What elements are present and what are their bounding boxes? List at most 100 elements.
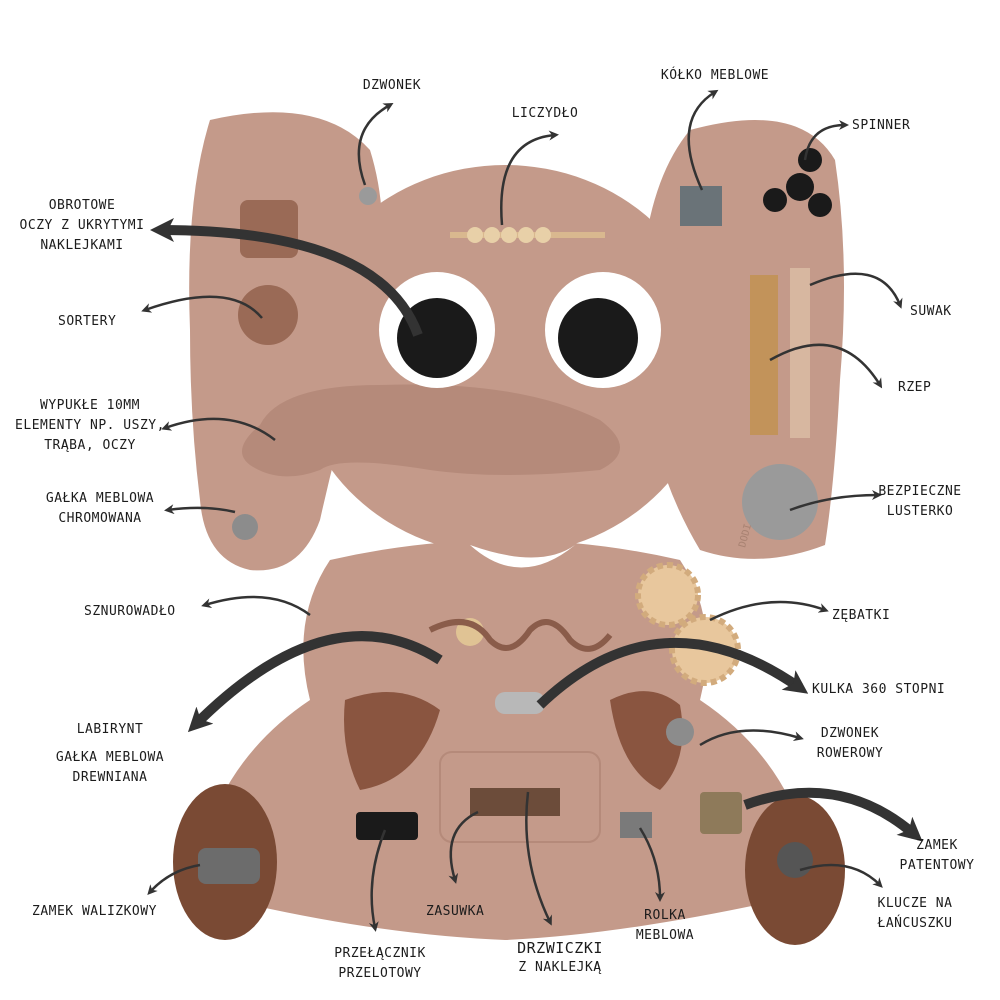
label-line: ZAMEK (916, 838, 958, 853)
label-suwak: SUWAK (910, 304, 952, 319)
label-line: PATENTOWY (899, 858, 975, 873)
mouth (470, 545, 575, 568)
label-line: ELEMENTY NP. USZY, (15, 418, 165, 433)
label-dzwonek: DZWONEK (362, 78, 422, 93)
arrow-klucze (799, 863, 883, 888)
label-kolko-meblowe: KÓŁKO MEBLOWE (660, 68, 770, 83)
left-knee (344, 692, 440, 790)
left-eye-pupil (397, 298, 477, 378)
arrow-zamek-pat (743, 787, 923, 842)
label-obrotowe-oczy: OBROTOWE OCZY Z UKRYTYMI NAKLEJKAMI (8, 196, 156, 256)
arrow-sznurowadlo (201, 595, 311, 617)
arrow-przelacznik (368, 829, 387, 932)
maze-track (428, 619, 613, 652)
right-knee (610, 691, 683, 790)
arrow-spinner (803, 120, 849, 161)
label-line: DZWONEK (820, 726, 880, 741)
label-line: DREWNIANA (72, 770, 148, 785)
toggle-switch (356, 812, 418, 840)
arrow-dzwonek-row (699, 729, 804, 747)
label-line: GAŁKA MEBLOWA (45, 491, 155, 506)
label-line: GAŁKA MEBLOWA (55, 750, 165, 765)
label-przelacznik: PRZEŁĄCZNIK PRZELOTOWY (320, 944, 440, 984)
label-galka-drewniana: GAŁKA MEBLOWA DREWNIANA (40, 748, 180, 788)
label-galka-chromowana: GAŁKA MEBLOWA CHROMOWANA (40, 489, 160, 529)
trunk (242, 384, 620, 477)
label-line: NAKLEJKAMI (40, 238, 124, 253)
label-line: Z NAKLEJKĄ (518, 960, 602, 975)
label-line: KLUCZE NA (877, 896, 953, 911)
label-line: PRZELOTOWY (338, 966, 422, 981)
label-sortery: SORTERY (58, 314, 117, 329)
suitcase-lock (198, 848, 260, 884)
arrow-drzwiczki (525, 791, 552, 926)
label-line: MEBLOWA (635, 928, 695, 943)
label-kulka-360: KULKA 360 STOPNI (812, 682, 946, 697)
label-line: TRĄBA, OCZY (44, 438, 136, 453)
bell (359, 187, 377, 205)
label-wypukle: WYPUKŁE 10MM ELEMENTY NP. USZY, TRĄBA, O… (10, 396, 170, 456)
furniture-roller (620, 812, 652, 838)
roller-ball (495, 692, 545, 714)
label-line: WYPUKŁE 10MM (40, 398, 140, 413)
right-eye-pupil (558, 298, 638, 378)
arrow-labirynt (187, 631, 443, 733)
label-line: DRZWICZKI (517, 939, 603, 957)
label-line: CHROMOWANA (58, 511, 142, 526)
label-line: ROLKA (644, 908, 686, 923)
label-liczydlo: LICZYDŁO (511, 106, 579, 121)
abacus (450, 227, 605, 243)
label-labirynt: LABIRYNT (76, 722, 144, 737)
label-line: ROWEROWY (816, 746, 884, 761)
label-bezpieczne-lusterko: BEZPIECZNE LUSTERKO (870, 482, 970, 522)
arrow-galka-chrom (164, 504, 236, 515)
gears (635, 562, 741, 686)
chrome-knob (232, 514, 258, 540)
arrow-obrotowe (150, 218, 423, 337)
arrow-kulka (536, 637, 809, 709)
label-zamek-patentowy: ZAMEK PATENTOWY (882, 836, 992, 876)
velcro-strap (750, 275, 778, 435)
arrow-lusterko (789, 490, 882, 512)
arrow-zebatki (709, 600, 829, 622)
label-dzwonek-rowerowy: DZWONEK ROWEROWY (800, 724, 900, 764)
arrow-zasuwka (448, 810, 479, 884)
body (202, 540, 808, 940)
bicycle-bell (666, 718, 694, 746)
label-drzwiczki: DRZWICZKI Z NAKLEJKĄ (490, 938, 630, 978)
spinner-toy (763, 148, 832, 217)
label-zamek-walizkowy: ZAMEK WALIZKOWY (32, 904, 157, 919)
arrow-suwak (809, 272, 903, 309)
arrow-rolka (638, 827, 665, 902)
label-line: LUSTERKO (886, 504, 954, 519)
label-line: BEZPIECZNE (878, 484, 962, 499)
arrow-zamek-wal (147, 863, 201, 895)
latch (470, 788, 560, 816)
label-line: OBROTOWE (48, 198, 116, 213)
arrow-liczydlo (500, 130, 559, 226)
label-line: ŁAŃCUSZKU (877, 916, 953, 931)
label-klucze: KLUCZE NA ŁAŃCUSZKU (860, 894, 970, 934)
arrow-dzwonek (357, 103, 394, 186)
label-sznurowadlo: SZNUROWADŁO (84, 604, 176, 619)
zipper (790, 268, 810, 438)
label-spinner: SPINNER (852, 118, 911, 133)
mirror (742, 464, 818, 540)
furniture-wheel (680, 186, 722, 226)
label-zebatki: ZĘBATKI (832, 608, 891, 623)
keys (777, 842, 813, 878)
arrow-wypukle (161, 417, 276, 441)
arrow-rzep (769, 343, 883, 389)
label-rolka-meblowa: ROLKA MEBLOWA (620, 906, 710, 946)
label-line: PRZEŁĄCZNIK (334, 946, 426, 961)
label-rzep: RZEP (898, 380, 932, 395)
annotation-arrows (141, 89, 923, 932)
arrow-kolko (687, 89, 719, 191)
label-zasuwka: ZASUWKA (426, 904, 485, 919)
arrow-sortery (141, 295, 263, 319)
sorter-square (240, 200, 298, 258)
label-line: OCZY Z UKRYTYMI (19, 218, 145, 233)
eyes (379, 272, 661, 388)
